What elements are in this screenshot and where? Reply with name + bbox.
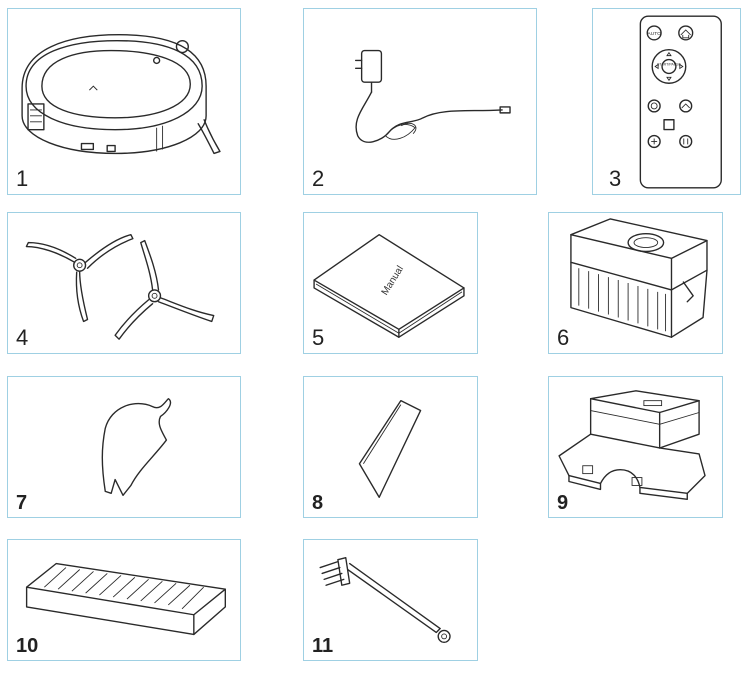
robot-vacuum-illustration bbox=[21, 34, 221, 155]
panel-charging-base: 9 bbox=[548, 376, 723, 518]
panel-power-adapter: 2 bbox=[303, 8, 537, 195]
panel-filter: 10 bbox=[7, 539, 241, 661]
filter-illustration bbox=[25, 562, 226, 636]
item-number: 8 bbox=[312, 492, 324, 514]
panel-mop-pad: 7 bbox=[7, 376, 241, 518]
remote-control-illustration: AUTO START/PAUSE bbox=[639, 15, 722, 189]
mop-pad-illustration bbox=[101, 398, 172, 496]
panel-cleaning-brush: 11 bbox=[303, 539, 478, 661]
item-number: 6 bbox=[557, 325, 570, 350]
item-number: 11 bbox=[312, 635, 334, 657]
item-number: 7 bbox=[16, 492, 28, 514]
svg-text:AUTO: AUTO bbox=[647, 31, 661, 37]
charging-base-illustration bbox=[558, 390, 706, 500]
dust-bin-illustration bbox=[570, 218, 708, 338]
manual-illustration: Manual bbox=[313, 234, 465, 338]
item-number: 10 bbox=[16, 635, 39, 657]
svg-text:START/PAUSE: START/PAUSE bbox=[657, 62, 682, 66]
item-number: 3 bbox=[609, 166, 622, 191]
side-brushes-illustration bbox=[25, 234, 215, 340]
item-number: 4 bbox=[16, 325, 29, 350]
panel-dust-bin: 6 bbox=[548, 212, 723, 354]
panel-remote-control: AUTO START/PAUSE 3 bbox=[592, 8, 741, 195]
svg-text:Manual: Manual bbox=[380, 264, 406, 297]
panel-cleaning-cloth: 8 bbox=[303, 376, 478, 518]
item-number: 9 bbox=[557, 492, 569, 514]
panel-manual: Manual 5 bbox=[303, 212, 478, 354]
panel-robot-vacuum: 1 bbox=[7, 8, 241, 195]
cleaning-cloth-illustration bbox=[358, 399, 422, 498]
power-adapter-illustration bbox=[355, 49, 511, 143]
item-number: 5 bbox=[312, 325, 325, 350]
item-number: 2 bbox=[312, 166, 325, 191]
panel-side-brushes: 4 bbox=[7, 212, 241, 354]
item-number: 1 bbox=[16, 166, 29, 191]
cleaning-brush-illustration bbox=[319, 557, 451, 643]
